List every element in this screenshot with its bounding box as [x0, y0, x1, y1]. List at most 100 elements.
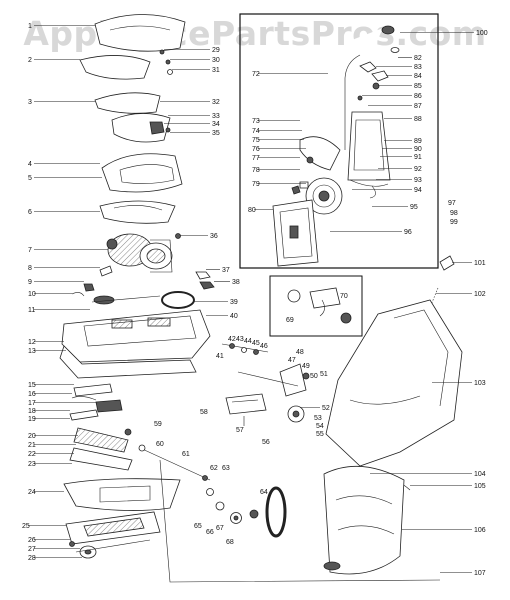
- callout-101: 101: [474, 260, 486, 267]
- callout-18: 18: [28, 408, 36, 415]
- handle-bracket: [347, 111, 391, 181]
- center-parts: [138, 275, 441, 583]
- callout-99: 99: [450, 219, 458, 226]
- callout-66: 66: [206, 529, 214, 536]
- part-84: [371, 70, 389, 82]
- callout-92: 92: [414, 166, 422, 173]
- callout-100: 100: [476, 30, 488, 37]
- cord-inset: [269, 275, 363, 337]
- callout-90: 90: [414, 146, 422, 153]
- callout-5: 5: [28, 175, 32, 182]
- callout-94: 94: [414, 187, 422, 194]
- callout-76: 76: [252, 146, 260, 153]
- callout-88: 88: [414, 116, 422, 123]
- callout-80: 80: [248, 207, 256, 214]
- part-82: [390, 47, 400, 53]
- part-86: [357, 95, 363, 101]
- callout-67: 67: [216, 525, 224, 532]
- callout-56: 56: [262, 439, 270, 446]
- callout-17: 17: [28, 400, 36, 407]
- callout-11: 11: [28, 307, 35, 314]
- handle-brace: [344, 54, 361, 150]
- callout-61: 61: [182, 451, 190, 458]
- callout-59: 59: [154, 421, 162, 428]
- callout-91: 91: [414, 154, 422, 161]
- callout-95: 95: [410, 204, 418, 211]
- callout-19: 19: [28, 416, 36, 423]
- callout-44: 44: [244, 338, 252, 345]
- callout-64: 64: [260, 489, 268, 496]
- callout-8: 8: [28, 265, 32, 272]
- switch-housing: [299, 136, 341, 171]
- callout-1: 1: [28, 23, 32, 30]
- callout-50: 50: [310, 373, 318, 380]
- part-21-brushroll: [73, 427, 129, 453]
- callout-98: 98: [450, 210, 458, 217]
- part-106-lower-bag: [323, 465, 405, 575]
- callout-26: 26: [28, 537, 36, 544]
- callout-60: 60: [156, 441, 164, 448]
- callout-86: 86: [414, 93, 422, 100]
- callout-10: 10: [28, 291, 36, 298]
- callout-54: 54: [316, 423, 324, 430]
- callout-96: 96: [404, 229, 412, 236]
- callout-93: 93: [414, 177, 422, 184]
- callout-27: 27: [28, 546, 36, 553]
- callout-43: 43: [236, 336, 244, 343]
- callout-107: 107: [474, 570, 486, 577]
- callout-37: 37: [222, 267, 230, 274]
- callout-38: 38: [232, 279, 240, 286]
- right-parts: [323, 255, 463, 575]
- callout-16: 16: [28, 391, 36, 398]
- callout-39: 39: [230, 299, 238, 306]
- callout-47: 47: [288, 357, 296, 364]
- callout-42: 42: [228, 336, 236, 343]
- callout-7: 7: [28, 247, 32, 254]
- left-parts: [59, 14, 215, 559]
- callout-45: 45: [252, 340, 260, 347]
- grip-end: [381, 25, 395, 35]
- callout-2: 2: [28, 57, 32, 64]
- callout-36: 36: [210, 233, 218, 240]
- callout-103: 103: [474, 380, 486, 387]
- part-3-lens: [94, 92, 161, 114]
- callout-83: 83: [414, 64, 422, 71]
- part-2: [79, 55, 151, 80]
- callout-58: 58: [200, 409, 208, 416]
- callout-13: 13: [28, 348, 36, 355]
- part-13-bumper: [59, 345, 197, 379]
- callout-85: 85: [414, 83, 422, 90]
- cover-plate-label: [289, 225, 299, 239]
- part-33-housing: [111, 113, 171, 143]
- part-64-belt: [265, 486, 287, 538]
- callout-97: 97: [448, 200, 456, 207]
- callout-46: 46: [260, 343, 268, 350]
- callout-49: 49: [302, 363, 310, 370]
- callout-15: 15: [28, 382, 36, 389]
- inset-border: [239, 13, 439, 269]
- callout-104: 104: [474, 471, 486, 478]
- callout-73: 73: [252, 118, 260, 125]
- callout-75: 75: [252, 137, 260, 144]
- callout-89: 89: [414, 138, 422, 145]
- callout-24: 24: [28, 489, 36, 496]
- callout-40: 40: [230, 313, 238, 320]
- callout-63: 63: [222, 465, 230, 472]
- callout-29: 29: [212, 47, 220, 54]
- callout-28: 28: [28, 555, 36, 562]
- part-5-hood: [101, 153, 183, 193]
- callout-69: 69: [286, 317, 294, 324]
- callout-22: 22: [28, 451, 36, 458]
- callout-48: 48: [296, 349, 304, 356]
- part-11-base: [61, 309, 211, 363]
- callout-21: 21: [28, 442, 36, 449]
- callout-53: 53: [314, 415, 322, 422]
- callout-35: 35: [212, 130, 220, 137]
- part-1-top-cover: [94, 14, 186, 52]
- callout-68: 68: [226, 539, 234, 546]
- callout-4: 4: [28, 161, 32, 168]
- callout-52: 52: [322, 405, 330, 412]
- part-7-motor: [106, 233, 173, 273]
- callout-82: 82: [414, 55, 422, 62]
- callout-31: 31: [212, 67, 220, 74]
